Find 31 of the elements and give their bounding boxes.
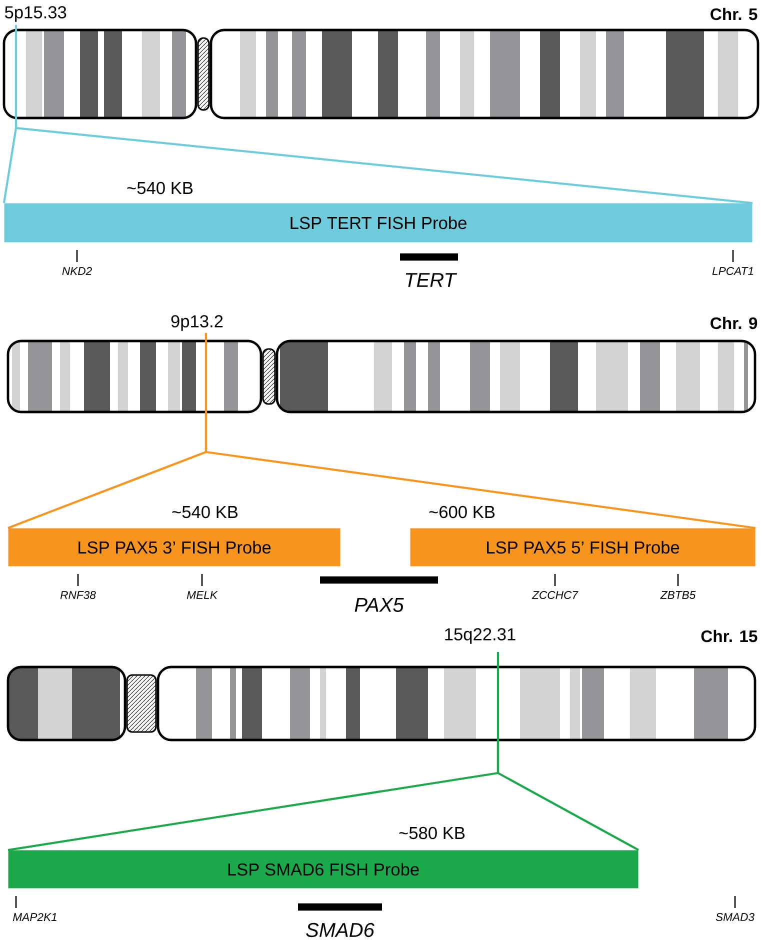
gene-label: ZCCHC7 <box>532 591 578 600</box>
probe-bar: LSP SMAD6 FISH Probe <box>8 850 638 888</box>
gene-label: SMAD6 <box>306 922 374 938</box>
gene-label: ZBTB5 <box>660 591 696 599</box>
locus-label: 5p15.33 <box>4 6 66 22</box>
gene-label: PAX5 <box>354 598 404 612</box>
chromosome-label: Chr. 5 <box>710 8 758 20</box>
locus-label: 15q22.31 <box>445 628 516 644</box>
gene-label: LPCAT1 <box>712 267 754 275</box>
zoom-line <box>496 740 640 851</box>
gene-label: NKD2 <box>62 267 92 275</box>
gene-label: MAP2K1 <box>13 913 56 921</box>
chromosome-label: Chr. 9 <box>710 316 758 330</box>
chromosome-drawing <box>6 340 756 414</box>
size-label: ~600 KB <box>429 506 495 518</box>
size-label: ~580 KB <box>399 826 465 840</box>
gene-label: TERT <box>406 273 458 287</box>
chromosome-label: Chr. 15 <box>701 630 758 642</box>
gene-label: RNF38 <box>60 591 96 600</box>
zoom-line <box>14 118 753 204</box>
probe-bar: LSP TERT FISH Probe <box>4 203 752 242</box>
locus-label: 9p13.2 <box>171 315 223 331</box>
size-label: ~540 KB <box>172 506 238 518</box>
chromosome-drawing <box>6 666 756 742</box>
gene-label: SMAD3 <box>716 913 754 922</box>
chromosome-drawing <box>2 28 760 120</box>
zoom-line <box>204 412 756 530</box>
size-label: ~540 KB <box>127 182 193 194</box>
gene-label: MELK <box>186 591 218 599</box>
probe-bar: LSP PAX5 3’ FISH Probe <box>8 528 340 566</box>
probe-bar: LSP PAX5 5’ FISH Probe <box>410 528 756 566</box>
